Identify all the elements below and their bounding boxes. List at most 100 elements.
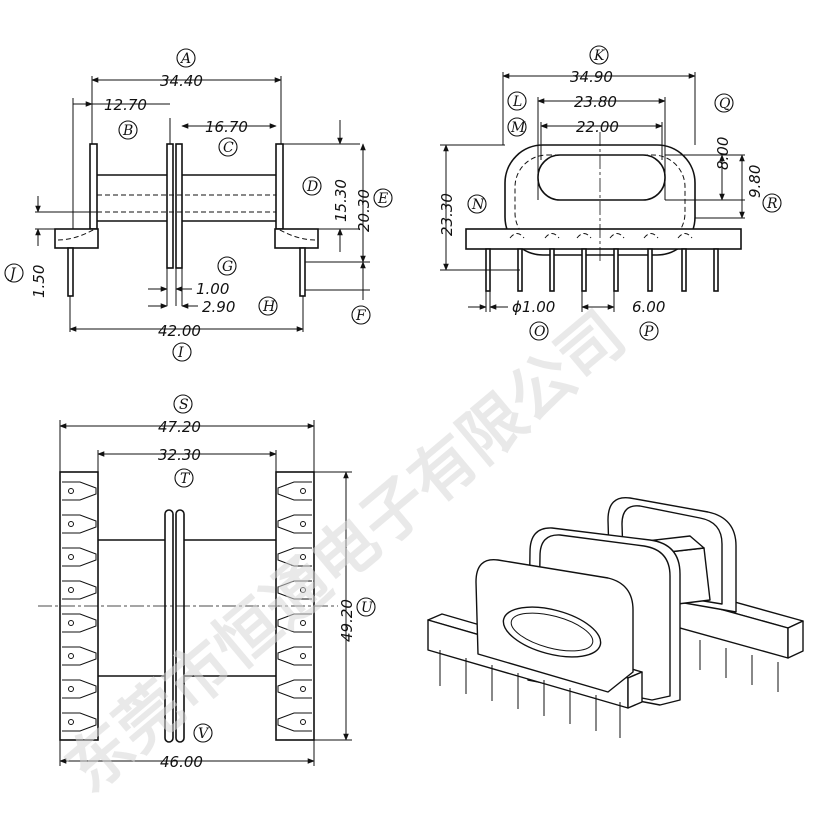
svg-text:I: I [177,345,184,361]
dim-R: 9.80 [746,165,764,198]
svg-text:M: M [510,120,526,136]
svg-text:T: T [180,471,191,487]
label-L: L [507,91,527,111]
dim-A: 34.40 [160,72,203,90]
pin-slot-left [62,613,97,633]
svg-text:G: G [222,259,233,275]
pin-hole-right [300,719,306,725]
dim-S: 47.20 [158,418,201,436]
pin-slot-left [62,580,97,600]
pin-slot-left [62,646,97,666]
label-I: I [172,342,192,362]
pin-hole-right [300,521,306,527]
pin-hole-left [68,521,74,527]
dim-Q: 8.00 [714,137,732,170]
dim-V: 46.00 [160,753,203,771]
pin-hole-left [68,554,74,560]
svg-text:H: H [262,299,276,315]
pin-slot-right [277,646,312,666]
svg-text:P: P [643,324,654,340]
label-N: N [467,194,487,214]
pin-slot-right [277,613,312,633]
dim-L: 23.80 [574,93,617,111]
isometric-view [427,496,804,738]
label-B: B [118,120,138,140]
dim-G: 1.00 [196,280,229,298]
pin-slot-right [277,514,312,534]
dim-U: 49.20 [338,599,356,642]
pin-hole-right [300,620,306,626]
dim-P: 6.00 [632,298,665,316]
label-G: G [217,256,237,276]
dim-O: ϕ1.00 [512,298,555,316]
label-C: C [218,137,238,157]
pin-slot-left [62,712,97,732]
svg-text:Q: Q [719,96,731,112]
pin-hole-left [68,620,74,626]
svg-text:F: F [355,308,367,324]
dim-D: 15.30 [332,179,350,222]
pin-slot-left [62,679,97,699]
pin-hole-left [68,653,74,659]
pin-slot-right [277,580,312,600]
pin-slot-right [277,679,312,699]
label-O: O [529,321,549,341]
svg-text:U: U [361,600,374,616]
label-Q: Q [714,93,734,113]
dim-J: 1.50 [30,265,48,298]
front-view: 34.40 12.70 16.70 15.30 20.30 1.50 1.00 … [4,48,393,362]
svg-text:K: K [593,48,606,64]
label-P: P [639,321,659,341]
label-J: J [4,263,24,283]
dim-M: 22.00 [576,118,619,136]
pin-hole-right [300,488,306,494]
pin-slot-right [277,481,312,501]
svg-text:L: L [512,94,522,110]
label-T: T [174,468,194,488]
svg-text:V: V [198,726,210,742]
svg-text:A: A [179,51,191,67]
label-M: M [507,117,527,137]
dim-K: 34.90 [570,68,613,86]
side-view: 34.90 23.80 22.00 23.30 8.00 9.80 ϕ1.00 … [438,45,782,341]
pin-slot-right [277,547,312,567]
label-E: E [373,188,393,208]
dim-H: 2.90 [202,298,235,316]
dim-N: 23.30 [438,193,456,236]
label-A: A [176,48,196,68]
pin-hole-left [68,587,74,593]
label-K: K [589,45,609,65]
pin-slot-left [62,481,97,501]
pin-slot-left [62,547,97,567]
pin-hole-right [300,686,306,692]
dim-T: 32.30 [158,446,201,464]
svg-text:O: O [534,324,546,340]
label-U: U [356,597,376,617]
svg-text:E: E [377,191,388,207]
svg-text:J: J [7,266,17,282]
label-H: H [258,296,278,316]
label-R: R [762,193,782,213]
svg-text:D: D [306,179,318,195]
pin-hole-left [68,719,74,725]
pin-hole-right [300,653,306,659]
svg-text:N: N [471,197,485,213]
svg-text:R: R [766,196,778,212]
label-V: V [193,723,213,743]
svg-text:S: S [179,397,189,413]
dim-B: 12.70 [104,96,147,114]
bottom-view: 47.20 32.30 49.20 46.00 S T U V [38,394,376,771]
pin-slot-right [277,712,312,732]
dim-E: 20.30 [355,189,373,232]
dim-I: 42.00 [158,322,201,340]
label-D: D [302,176,322,196]
pin-hole-right [300,554,306,560]
pin-hole-left [68,488,74,494]
dim-C: 16.70 [205,118,248,136]
label-S: S [173,394,193,414]
svg-text:C: C [223,140,234,156]
pin-hole-left [68,686,74,692]
label-F: F [351,305,371,325]
pin-hole-right [300,587,306,593]
